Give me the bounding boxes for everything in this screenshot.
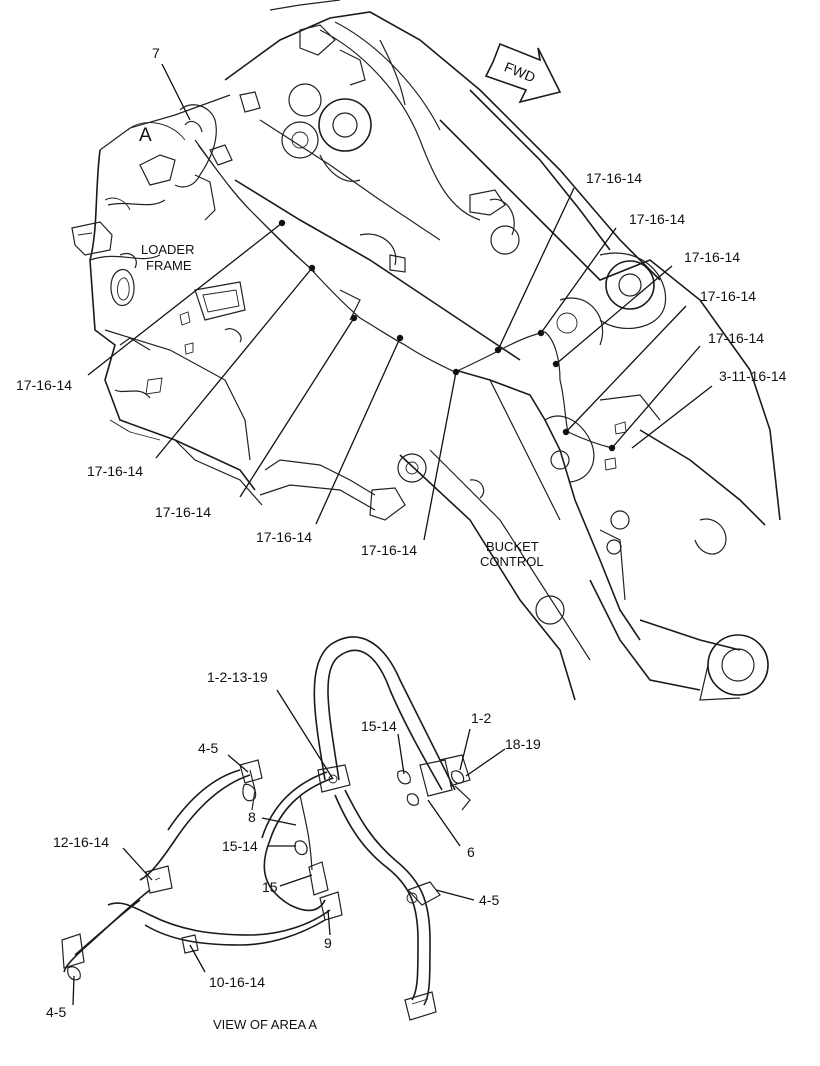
callout-7: 7 [152,45,160,61]
svg-text:LOADER: LOADER [141,242,194,257]
view-a-callouts: 1-2-13-19 15-14 1-2 18-19 4-5 8 6 12-16-… [46,669,541,1020]
loader-frame-drawing [71,0,781,701]
callout-17-16-14: 17-16-14 [684,249,740,265]
view-a-harness [61,636,471,1021]
callout-17-16-14: 17-16-14 [16,377,72,393]
callout-1-2-13-19: 1-2-13-19 [207,669,268,685]
callout-3-11-16-14: 3-11-16-14 [719,368,787,384]
callout-4-5: 4-5 [479,892,499,908]
svg-text:FRAME: FRAME [146,258,192,273]
callout-17-16-14: 17-16-14 [155,504,211,520]
callout-4-5: 4-5 [198,740,218,756]
callout-15-14: 15-14 [361,718,397,734]
view-a-leader-lines [72,689,506,1006]
callout-17-16-14: 17-16-14 [586,170,642,186]
main-harness-wire [194,139,613,449]
svg-text:BUCKET: BUCKET [486,539,539,554]
callout-17-16-14: 17-16-14 [256,529,312,545]
callout-17-16-14: 17-16-14 [700,288,756,304]
callout-9: 9 [324,935,332,951]
callout-6: 6 [467,844,475,860]
callout-17-16-14: 17-16-14 [629,211,685,227]
callout-17-16-14: 17-16-14 [87,463,143,479]
fwd-arrow: FWD [484,42,562,104]
fwd-label: FWD [502,59,538,86]
area-a-marker: A [127,122,186,146]
callout-4-5: 4-5 [46,1004,66,1020]
callout-18-19: 18-19 [505,736,541,752]
area-a-label: A [139,125,152,146]
view-a-caption: VIEW OF AREA A [213,1017,317,1032]
callout-15-14: 15-14 [222,838,258,854]
callout-1-2: 1-2 [471,710,491,726]
svg-text:CONTROL: CONTROL [480,554,544,569]
callout-8: 8 [248,809,256,825]
callout-17-16-14: 17-16-14 [361,542,417,558]
callout-10-16-14: 10-16-14 [209,974,265,990]
main-leader-lines [87,63,713,541]
main-callouts: 7 17-16-14 17-16-14 17-16-14 17-16-14 17… [16,45,787,558]
loader-frame-label: LOADER FRAME [141,242,194,273]
callout-17-16-14: 17-16-14 [708,330,764,346]
callout-15: 15 [262,879,278,895]
callout-12-16-14: 12-16-14 [53,834,109,850]
bucket-control-label: BUCKET CONTROL [480,539,544,569]
